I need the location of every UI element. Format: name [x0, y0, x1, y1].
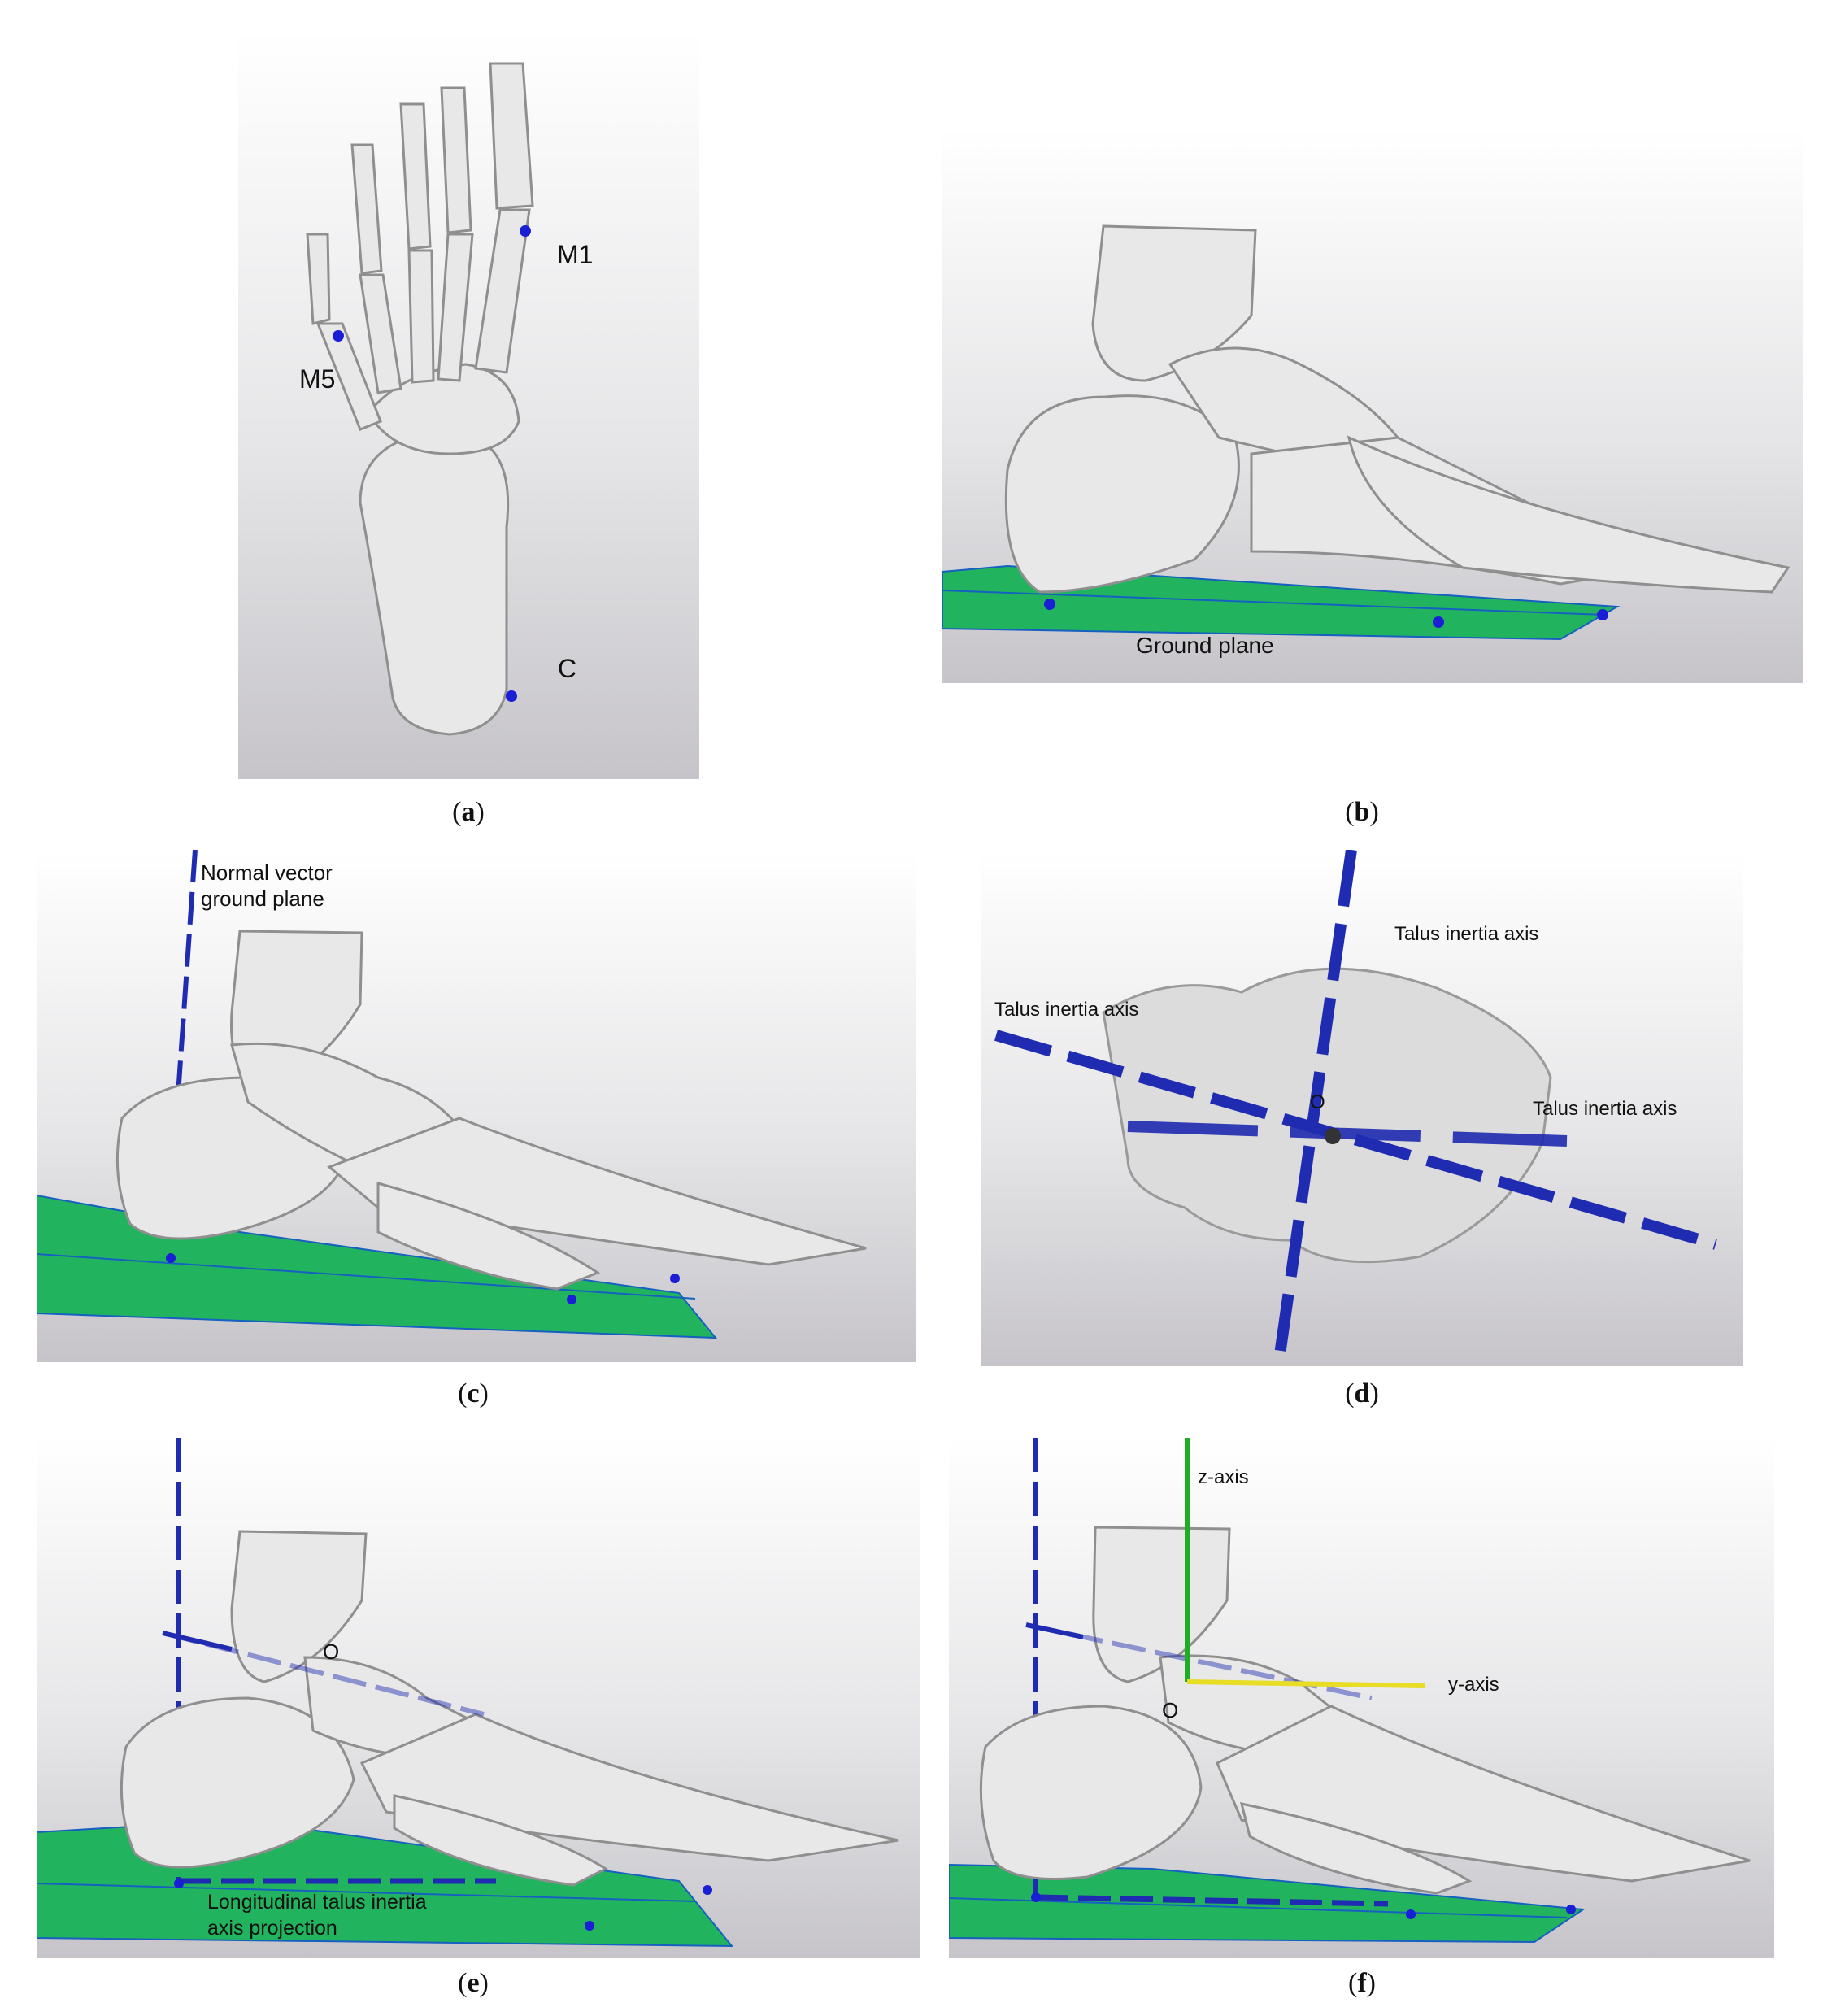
landmark-m1-dot [520, 225, 531, 237]
label-axis-projection-line2: axis projection [207, 1917, 337, 1940]
label-origin-d: O [1310, 1091, 1325, 1113]
label-origin-e: O [323, 1639, 340, 1664]
origin-point [1325, 1128, 1341, 1144]
panel-e-axis-projection: O Longitudinal talus inertia axis projec… [37, 1438, 920, 1958]
y-axis-line [1186, 1679, 1425, 1688]
caption-d: (d) [1345, 1378, 1379, 1409]
foot-lateral-illustration [942, 224, 1790, 641]
caption-e: (e) [458, 1968, 489, 1998]
foot-top-view-illustration [306, 62, 534, 736]
caption-c: (c) [458, 1378, 489, 1409]
label-talus-axis-right: Talus inertia axis [1533, 1098, 1677, 1120]
label-normal-vector-line2: ground plane [201, 886, 324, 911]
talus-axis-vertical [1273, 850, 1357, 1366]
label-axis-projection: Longitudinal talus inertia axis projecti… [207, 1889, 427, 1941]
label-z-axis: z-axis [1198, 1466, 1249, 1488]
label-y-axis: y-axis [1448, 1674, 1499, 1696]
panel-d-talus-axes: Talus inertia axis Talus inertia axis Ta… [981, 850, 1743, 1366]
talus-axis-horizontal [1127, 1121, 1568, 1147]
talus-inertia-illustration [994, 850, 1717, 1366]
foot-coordinate-system-illustration [949, 1438, 1751, 1944]
label-axis-projection-line1: Longitudinal talus inertia [207, 1891, 427, 1914]
landmark-m5-dot [333, 330, 344, 342]
label-normal-vector-line1: Normal vector [201, 860, 333, 885]
label-talus-axis-left: Talus inertia axis [994, 999, 1139, 1021]
label-m1: M1 [557, 240, 594, 269]
foot-axis-projection-illustration [37, 1438, 899, 1948]
label-ground-plane: Ground plane [1136, 633, 1274, 658]
panel-b-lateral-ground-plane: Ground plane [942, 128, 1803, 683]
talus-axis-diagonal [994, 1030, 1717, 1250]
talus-axis-projection [1035, 1894, 1389, 1907]
caption-f: (f) [1348, 1968, 1376, 1998]
foot-normal-vector-illustration [37, 850, 867, 1339]
caption-b: (b) [1345, 797, 1379, 827]
landmark-c-dot [506, 690, 517, 702]
label-c: C [558, 654, 577, 683]
label-origin-f: O [1162, 1698, 1179, 1722]
label-talus-axis-top: Talus inertia axis [1394, 923, 1539, 945]
label-normal-vector: Normal vector ground plane [201, 860, 333, 912]
panel-a-top-view: M1 M5 C [238, 31, 699, 779]
panel-c-normal-vector: Normal vector ground plane [37, 850, 916, 1362]
label-m5: M5 [299, 364, 336, 394]
panel-f-coordinate-system: z-axis y-axis O [949, 1438, 1774, 1958]
normal-vector-line [174, 850, 198, 1119]
caption-a: (a) [452, 797, 485, 827]
talus-bone [1102, 967, 1552, 1264]
